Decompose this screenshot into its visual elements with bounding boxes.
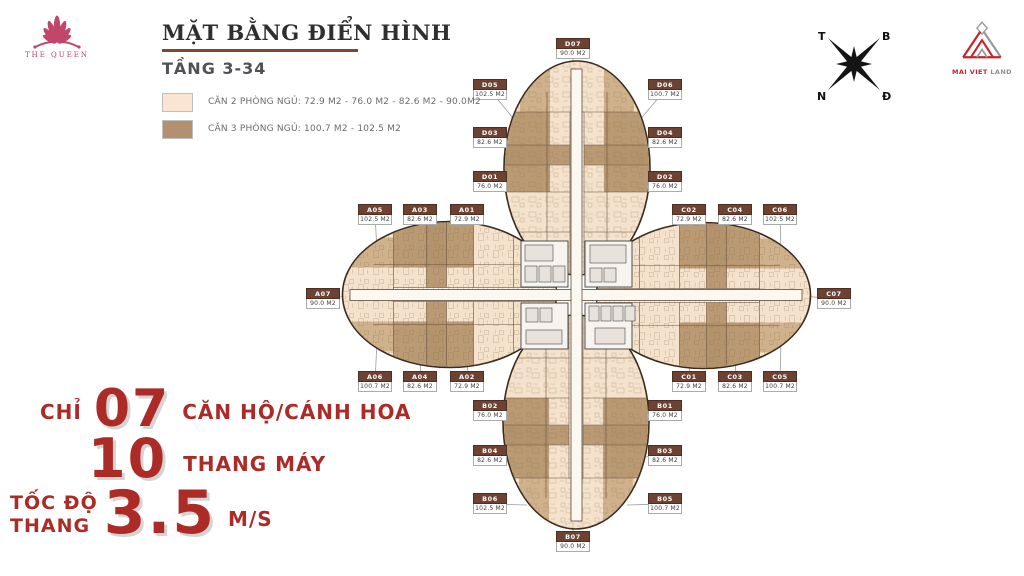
stat-speed: TỐC ĐỘ THANG 3.5 M/S xyxy=(10,483,273,543)
compass-label-north: B xyxy=(882,30,890,43)
brand-name: THE QUEEN xyxy=(24,51,90,59)
title-underline xyxy=(162,49,358,52)
stat-apartments-suffix: CĂN HỘ/CÁNH HOA xyxy=(182,400,412,424)
legend-swatch-3br xyxy=(162,119,193,139)
developer-name-primary: MAI VIET xyxy=(952,68,988,76)
stat-apartments-prefix: CHỈ xyxy=(40,400,82,424)
stat-apartments-value: 07 xyxy=(93,379,171,439)
compass: T B N Đ xyxy=(806,24,902,114)
stat-elevators: 10 THANG MÁY xyxy=(88,432,326,486)
crown-icon xyxy=(33,15,81,49)
legend-swatch-2br xyxy=(162,92,193,112)
mai-viet-land-logo: MAI VIET LAND xyxy=(946,20,1018,76)
stat-elevators-value: 10 xyxy=(88,427,168,490)
core-elevators xyxy=(520,240,636,350)
stat-speed-suffix: M/S xyxy=(228,507,273,531)
stat-speed-prefix: TỐC ĐỘ THANG xyxy=(10,492,98,538)
legend-row-2br: CĂN 2 PHÒNG NGỦ: 72.9 M2 - 76.0 M2 - 82.… xyxy=(162,92,481,112)
stat-speed-value: 3.5 xyxy=(103,478,217,548)
legend: CĂN 2 PHÒNG NGỦ: 72.9 M2 - 76.0 M2 - 82.… xyxy=(162,92,481,146)
developer-name: MAI VIET LAND xyxy=(946,68,1018,76)
compass-rose-icon: T B N Đ xyxy=(817,30,891,103)
page-title: MẶT BẰNG ĐIỂN HÌNH xyxy=(162,20,452,45)
floors-subtitle: TẦNG 3-34 xyxy=(162,59,267,78)
corridors xyxy=(349,68,803,522)
stat-apartments: CHỈ 07 CĂN HỘ/CÁNH HOA xyxy=(40,383,411,435)
stat-speed-prefix-line1: TỐC ĐỘ xyxy=(10,492,98,515)
legend-row-3br: CĂN 3 PHÒNG NGỦ: 100.7 M2 - 102.5 M2 xyxy=(162,119,481,139)
the-queen-logo: THE QUEEN xyxy=(14,8,100,59)
compass-label-east: Đ xyxy=(882,90,891,103)
developer-name-secondary: LAND xyxy=(990,68,1012,76)
stat-elevators-suffix: THANG MÁY xyxy=(183,452,327,476)
legend-label-2br: CĂN 2 PHÒNG NGỦ: 72.9 M2 - 76.0 M2 - 82.… xyxy=(208,97,481,107)
stat-speed-prefix-line2: THANG xyxy=(10,515,91,537)
compass-label-west: T xyxy=(818,30,826,43)
legend-label-3br: CĂN 3 PHÒNG NGỦ: 100.7 M2 - 102.5 M2 xyxy=(208,124,402,134)
developer-logo-icon xyxy=(962,21,1002,59)
compass-label-south: N xyxy=(817,90,826,103)
